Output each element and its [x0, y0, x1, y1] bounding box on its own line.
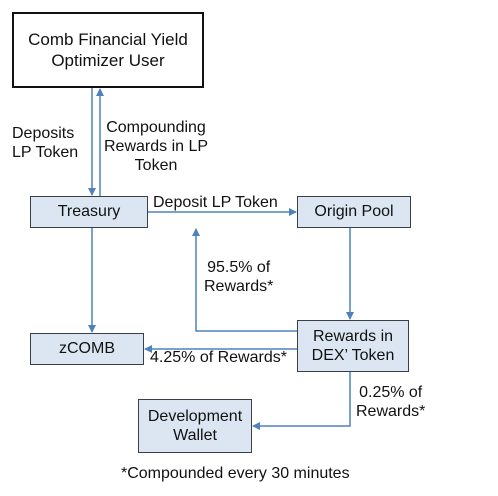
node-development-wallet: Development Wallet — [138, 399, 252, 453]
arrow-rewards-95-5 — [192, 228, 297, 332]
label-95-5-rewards: 95.5% of Rewards* — [204, 259, 274, 296]
label-deposit-lp-token: Deposit LP Token — [153, 194, 278, 211]
label-compounding-rewards: Compounding Rewards in LP Token — [104, 119, 209, 175]
node-user: Comb Financial Yield Optimizer User — [12, 12, 204, 88]
label-4-25-rewards: 4.25% of Rewards* — [150, 349, 287, 366]
label-0-25-rewards: 0.25% of Rewards* — [356, 384, 426, 421]
label-deposits-lp-token: Deposits LP Token — [12, 125, 79, 162]
arrow-rewards-0-25 — [252, 372, 351, 430]
node-rewards-dex-token: Rewards in DEX’ Token — [297, 320, 409, 372]
footnote: *Compounded every 30 minutes — [121, 465, 350, 482]
node-treasury: Treasury — [30, 196, 148, 228]
node-origin-pool: Origin Pool — [297, 196, 411, 228]
node-zcomb: zCOMB — [30, 333, 144, 365]
